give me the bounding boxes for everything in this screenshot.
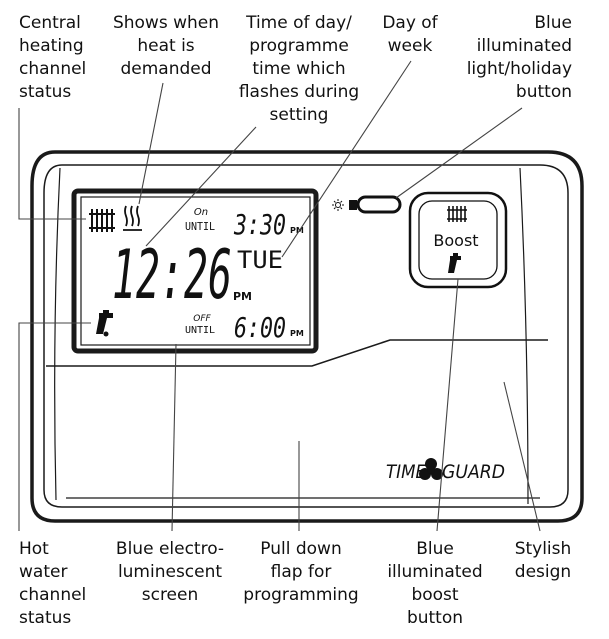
callout-pull-down: Pull down flap for programming bbox=[243, 539, 359, 605]
leader-blue-screen bbox=[171, 343, 177, 532]
pm-indicator-clock: PM bbox=[233, 290, 252, 303]
day-of-week: TUE bbox=[237, 246, 283, 274]
boost-button[interactable]: Boost bbox=[408, 191, 508, 289]
leader-stylish bbox=[503, 381, 541, 532]
leader-hot-water bbox=[18, 322, 91, 531]
right-side-ridge bbox=[519, 167, 529, 505]
leader-day-of-week bbox=[281, 60, 412, 258]
leader-time-of-day bbox=[145, 126, 257, 247]
boost-label: Boost bbox=[433, 231, 478, 250]
flap-line[interactable] bbox=[46, 339, 548, 367]
lcd-screen bbox=[71, 188, 319, 354]
boost-tap-icon bbox=[448, 253, 461, 273]
until-label-top: UNTIL bbox=[185, 221, 215, 234]
sun-icon bbox=[332, 199, 344, 211]
leader-blue-light bbox=[395, 107, 523, 199]
tap-icon bbox=[96, 310, 113, 337]
lcd-inner bbox=[80, 196, 311, 346]
brand-emblem bbox=[419, 458, 443, 480]
light-holiday-button[interactable] bbox=[356, 195, 402, 214]
pm-indicator-top: PM bbox=[290, 226, 304, 235]
brand-left: TIME bbox=[386, 461, 426, 483]
left-side-ridge bbox=[54, 167, 61, 501]
until-label-bottom: UNTIL bbox=[185, 325, 215, 336]
callout-blue-light: Blue illuminated light/holiday button bbox=[466, 13, 572, 102]
radiator-icon bbox=[89, 209, 115, 232]
callout-stylish: Stylish design bbox=[514, 539, 572, 582]
leader-blue-boost bbox=[436, 278, 459, 532]
boost-radiator-icon bbox=[447, 206, 467, 222]
battery-icon bbox=[349, 200, 357, 210]
callout-central-heating: Central heating channel status bbox=[19, 13, 87, 102]
callout-hot-water: Hot water channel status bbox=[19, 539, 87, 628]
heat-demand-icon bbox=[123, 205, 142, 231]
clock-time: 12:26 bbox=[112, 236, 232, 315]
on-label: On bbox=[194, 207, 208, 218]
callout-blue-screen: Blue electro- luminescent screen bbox=[115, 539, 225, 605]
leader-lines bbox=[18, 60, 541, 532]
callout-shows-when: Shows when heat is demanded bbox=[112, 13, 220, 79]
callout-time-of-day: Time of day/ programme time which flashe… bbox=[238, 13, 360, 125]
on-until-time: 3:30 bbox=[233, 208, 286, 241]
brand-right: GUARD bbox=[442, 461, 505, 483]
off-until-time: 6:00 bbox=[234, 311, 286, 344]
off-label: OFF bbox=[193, 314, 211, 324]
pm-indicator-bottom: PM bbox=[290, 329, 304, 338]
callout-blue-boost: Blue illuminated boost button bbox=[387, 539, 483, 628]
callout-day-of-week: Day of week bbox=[382, 13, 438, 56]
timeguard-logo: TIME GUARD bbox=[386, 458, 505, 483]
leader-shows-when bbox=[138, 82, 164, 205]
device-inner-bezel bbox=[43, 164, 569, 508]
leader-central-heating bbox=[18, 108, 86, 220]
